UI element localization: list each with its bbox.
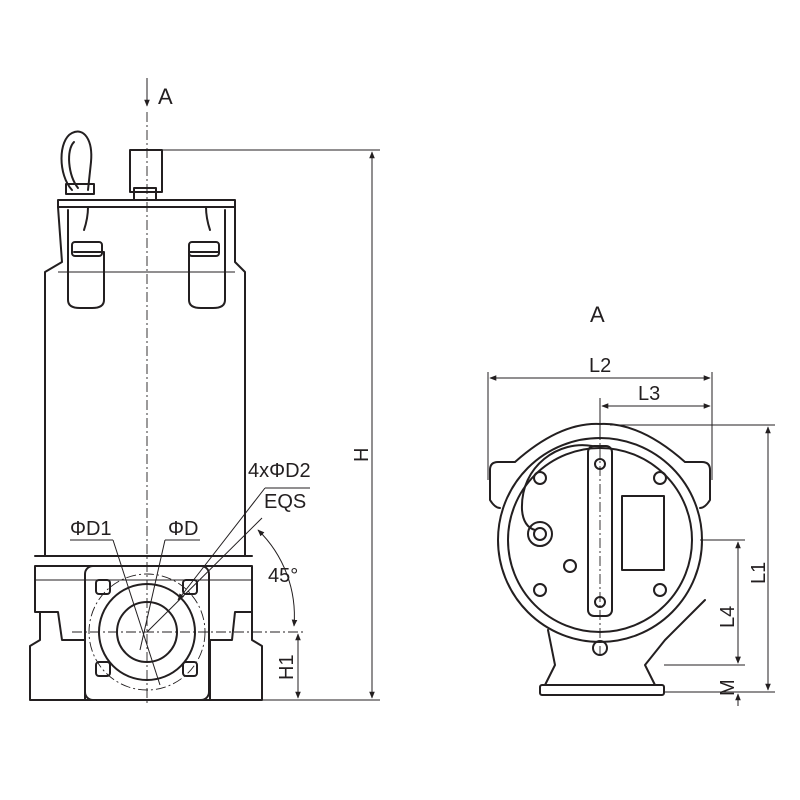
angle-arc bbox=[257, 529, 298, 627]
top-stub bbox=[129, 149, 163, 193]
cable-gland bbox=[65, 183, 95, 195]
angle-label: 45° bbox=[268, 565, 298, 587]
handle-right bbox=[188, 209, 226, 309]
vent-plug bbox=[563, 559, 577, 573]
bolt-2 bbox=[653, 471, 667, 485]
bolt-5 bbox=[592, 640, 608, 656]
h1-label: H1 bbox=[276, 654, 298, 680]
d1-label: ΦD1 bbox=[70, 518, 112, 540]
handle-pin-bottom bbox=[594, 596, 606, 608]
foot-left bbox=[29, 611, 86, 701]
top-plate bbox=[57, 199, 236, 208]
cable-top-view bbox=[520, 444, 593, 531]
top-nut bbox=[133, 187, 157, 201]
motor-outline-top bbox=[489, 422, 711, 509]
front-view: A bbox=[29, 78, 380, 705]
l1-label: L1 bbox=[748, 562, 770, 584]
bolt-hole-bl bbox=[95, 661, 111, 677]
foot-right bbox=[209, 611, 263, 701]
cable-inner bbox=[68, 141, 79, 189]
d2-leader bbox=[177, 487, 266, 601]
motor-housing bbox=[44, 206, 246, 557]
l2-label: L2 bbox=[589, 355, 611, 377]
bolt-hole-tl bbox=[95, 579, 111, 595]
view-a-title: A bbox=[590, 302, 605, 327]
top-handle bbox=[587, 445, 613, 617]
handle-right-neck bbox=[205, 206, 211, 231]
d1-leader bbox=[112, 539, 161, 686]
name-plate bbox=[621, 495, 665, 571]
cable-entry bbox=[527, 521, 553, 547]
l4-label: L4 bbox=[717, 606, 739, 628]
bolt-hole-tr bbox=[182, 579, 198, 595]
handle-left-neck bbox=[83, 206, 89, 231]
view-arrow-label: A bbox=[158, 84, 173, 109]
l3-label: L3 bbox=[638, 383, 660, 405]
discharge-flange bbox=[84, 565, 210, 701]
discharge-elbow bbox=[544, 599, 706, 686]
angle-ray bbox=[146, 517, 263, 633]
motor-ring-inner bbox=[507, 447, 693, 633]
m-label: M bbox=[717, 679, 739, 696]
bolt-4 bbox=[653, 583, 667, 597]
eqs-label: EQS bbox=[264, 491, 306, 513]
handle-right-grip bbox=[188, 241, 220, 257]
cable-loop bbox=[60, 130, 93, 191]
bolt-3 bbox=[533, 583, 547, 597]
d-label: ΦD bbox=[168, 518, 198, 540]
handle-left-grip bbox=[71, 241, 103, 257]
bolt-1 bbox=[533, 471, 547, 485]
view-a: A L2 L3 bbox=[487, 302, 775, 706]
ear-left bbox=[489, 469, 501, 509]
cable-entry-core bbox=[533, 527, 547, 541]
bolt-hole-br bbox=[182, 661, 198, 677]
h-label: H bbox=[351, 448, 373, 462]
handle-pin-top bbox=[594, 458, 606, 470]
handle-left bbox=[67, 209, 105, 309]
base-flange bbox=[539, 684, 665, 696]
d2-label: 4xΦD2 bbox=[248, 460, 311, 482]
d-leader bbox=[139, 539, 166, 651]
